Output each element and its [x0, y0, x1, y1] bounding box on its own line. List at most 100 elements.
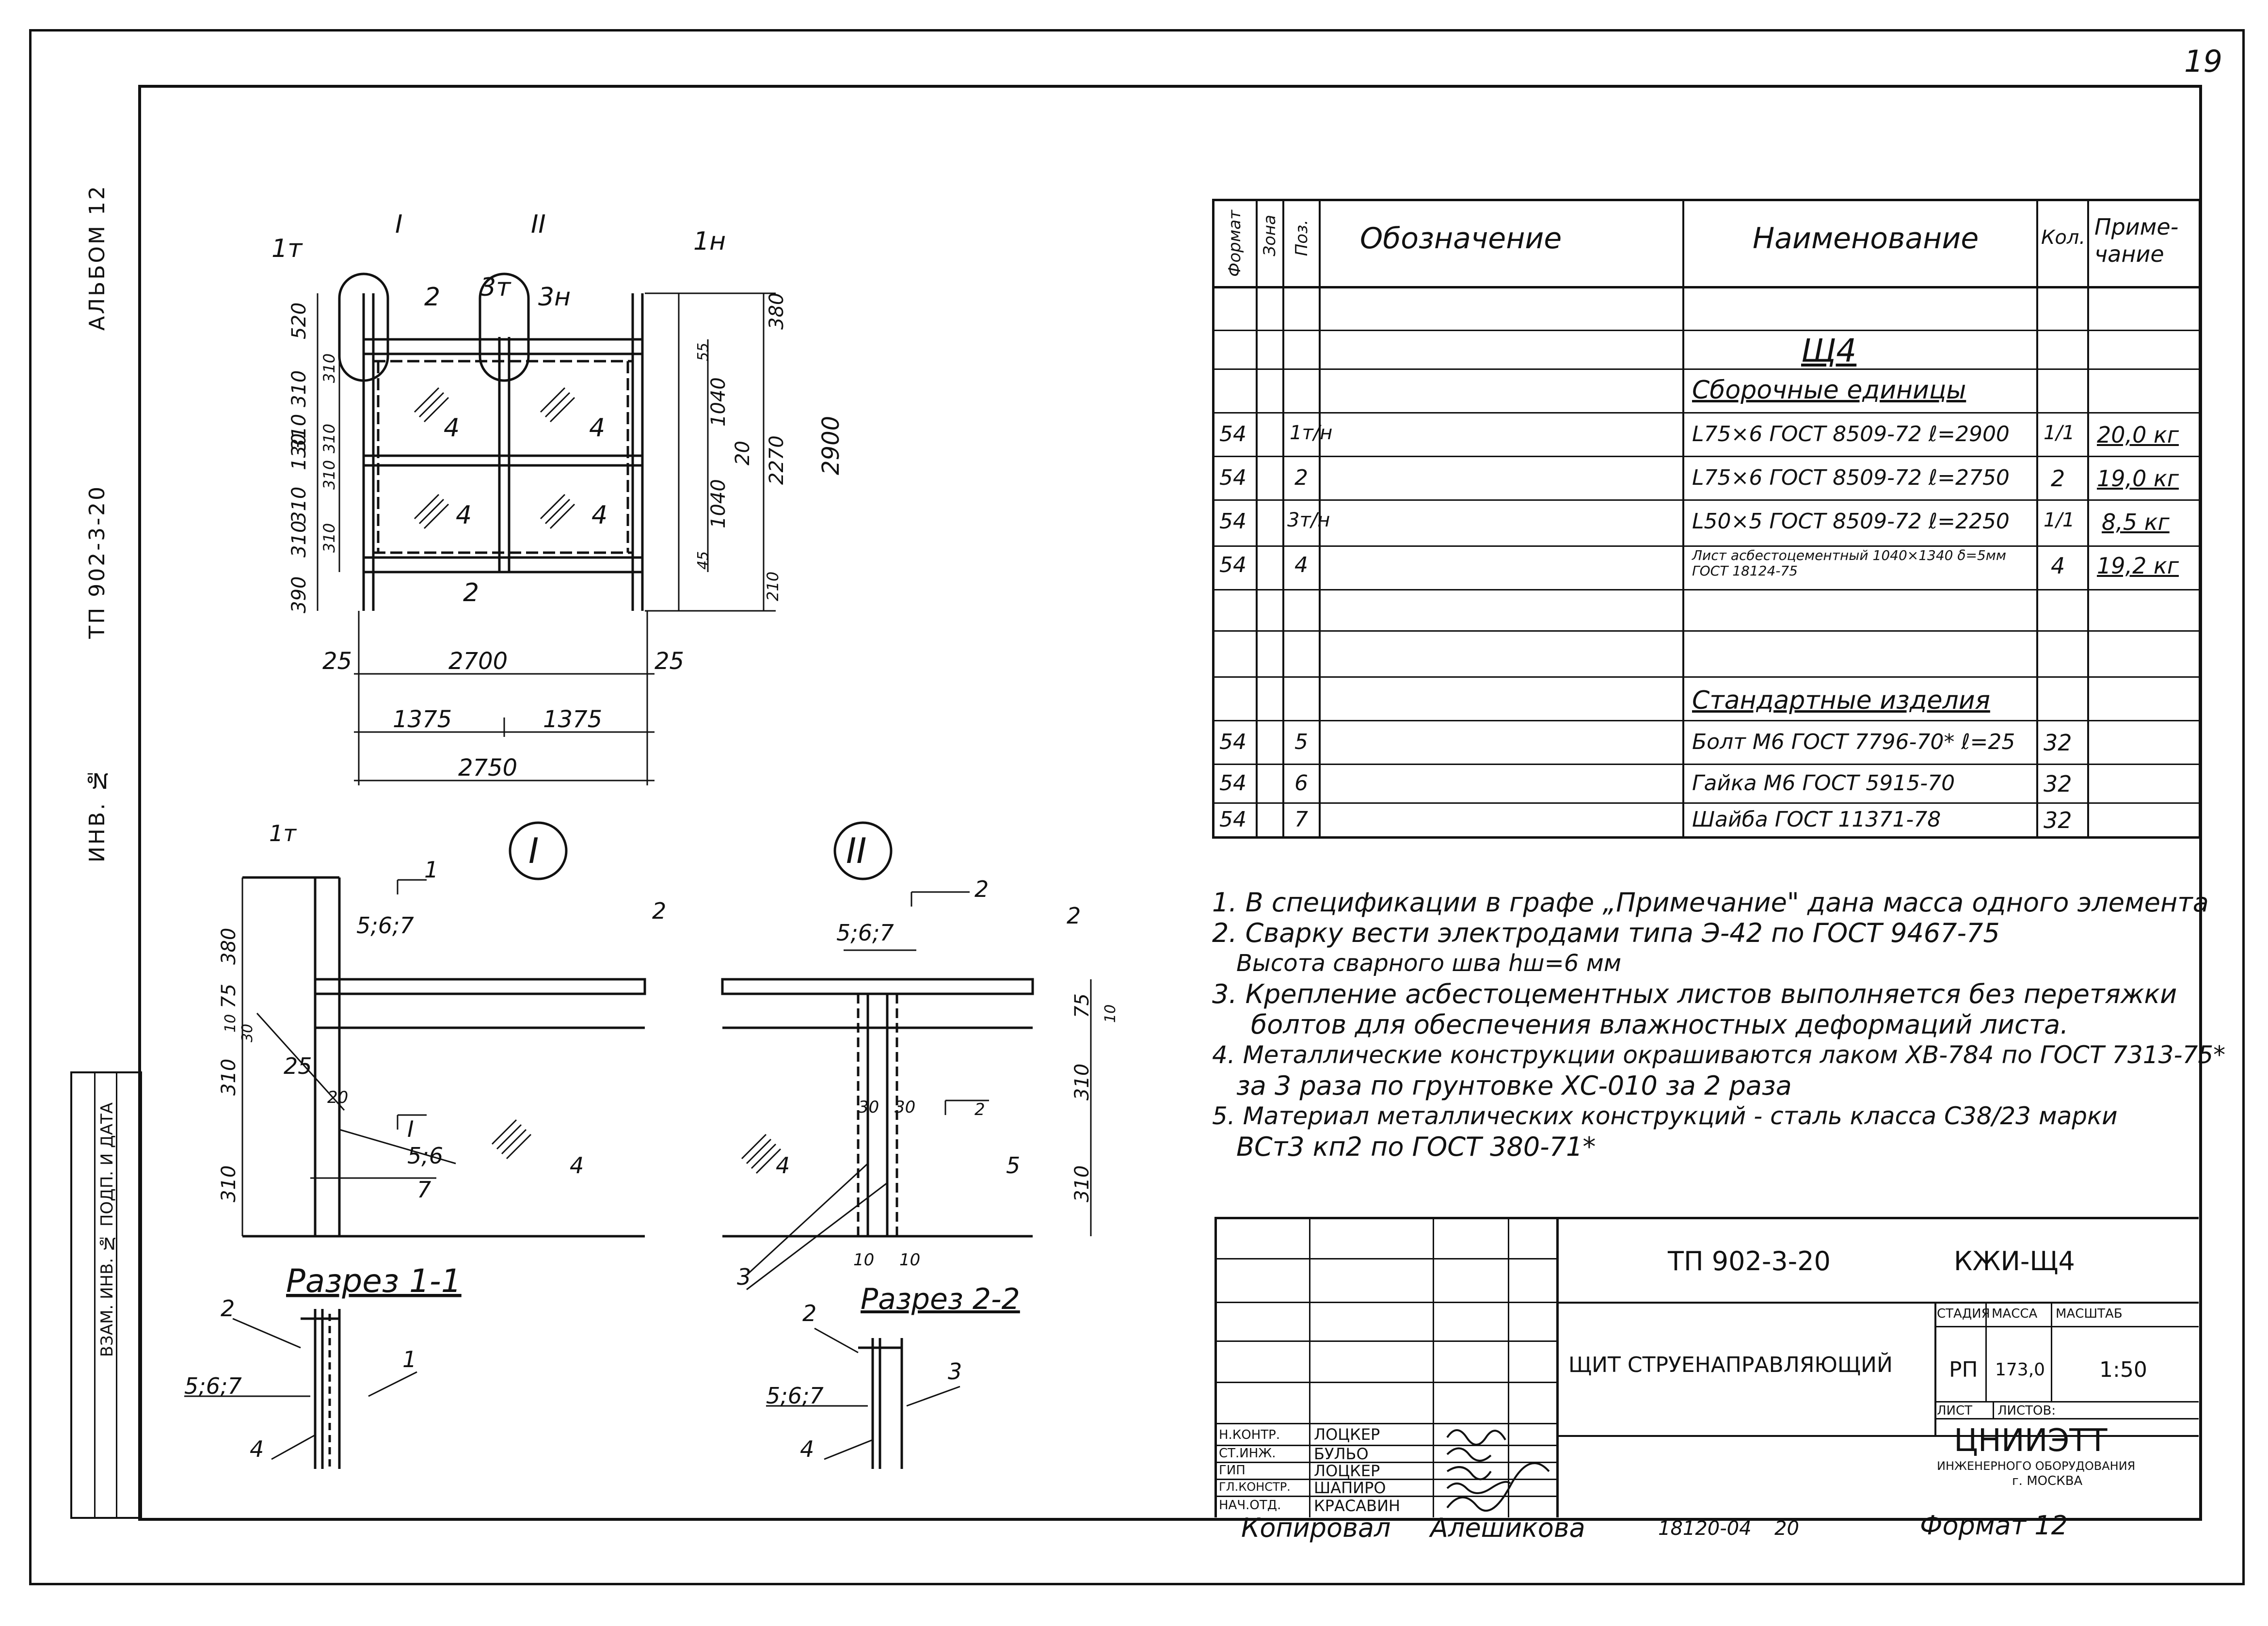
- section-standard: Стандартные изделия: [1692, 686, 1990, 715]
- svg-text:1т: 1т: [269, 820, 297, 846]
- svg-text:2: 2: [221, 1295, 235, 1322]
- svg-text:2: 2: [1067, 903, 1081, 929]
- detail-two-hatching: [741, 1133, 782, 1174]
- stage-label: СТАДИЯ: [1937, 1307, 1990, 1321]
- svg-text:4: 4: [776, 1152, 790, 1179]
- svg-text:10: 10: [1102, 1004, 1119, 1023]
- svg-text:310: 310: [288, 370, 310, 407]
- label-II: II: [531, 210, 546, 239]
- svg-text:5;6;7: 5;6;7: [836, 920, 894, 946]
- copied-label: Копировал: [1241, 1513, 1391, 1543]
- section-two: [858, 1338, 903, 1469]
- svg-text:30: 30: [894, 1098, 915, 1117]
- svg-text:1: 1: [402, 1346, 416, 1372]
- note-line: 4. Металлические конструкции окрашиваютс…: [1212, 1041, 2226, 1069]
- svg-text:10: 10: [222, 1014, 239, 1033]
- mass-value: 173,0: [1995, 1360, 2045, 1380]
- page-number: 19: [2184, 44, 2222, 79]
- svg-text:5;6;7: 5;6;7: [184, 1373, 242, 1399]
- header-format: Формат: [1225, 210, 1245, 277]
- label-2-top: 2: [424, 283, 440, 312]
- svg-text:20: 20: [327, 1088, 348, 1107]
- table-row: Шайба ГОСТ 11371-78: [1692, 807, 1941, 832]
- sheets-label: ЛИСТОВ:: [1997, 1403, 2056, 1418]
- svg-text:25: 25: [655, 648, 684, 675]
- svg-text:390: 390: [288, 576, 310, 613]
- svg-text:310: 310: [1071, 1165, 1093, 1202]
- svg-text:310: 310: [218, 1059, 240, 1096]
- specification-table: Формат Зона Поз. Обозначение Наименовани…: [1212, 199, 2201, 839]
- detail-one-hatching: [491, 1119, 532, 1160]
- detail-one-dims: 380 75 10 30 310 310: [218, 928, 256, 1202]
- title-block: ТП 902-3-20 КЖИ-Щ4 ЩИТ СТРУЕНАПРАВЛЯЮЩИЙ…: [1214, 1217, 2199, 1517]
- drawing-title: ЩИТ СТРУЕНАПРАВЛЯЮЩИЙ: [1568, 1353, 1893, 1377]
- note-line: 5. Материал металлических конструкций - …: [1212, 1102, 2118, 1130]
- svg-text:310: 310: [288, 521, 310, 558]
- svg-text:2: 2: [974, 1100, 985, 1119]
- table-row: Болт М6 ГОСТ 7796-70* ℓ=25: [1692, 730, 2015, 754]
- svg-text:520: 520: [288, 303, 310, 339]
- notes-block: 1. В спецификации в графе „Примечание" д…: [1212, 887, 2226, 1162]
- svg-text:130: 130: [288, 433, 310, 470]
- note-line: 2. Сварку вести электродами типа Э-42 по…: [1212, 918, 2000, 948]
- note-line: болтов для обеспечения влажностных дефор…: [1251, 1009, 2069, 1040]
- svg-text:4: 4: [800, 1436, 814, 1462]
- top-view-dim-left: 520 310 310 130 310 310 390 310 310 310 …: [288, 303, 338, 613]
- svg-text:3: 3: [737, 1264, 751, 1290]
- section-two-labels: 2 5;6;7 3 4: [766, 1300, 962, 1462]
- svg-text:55: 55: [695, 343, 712, 361]
- svg-text:10: 10: [853, 1250, 874, 1270]
- svg-text:75: 75: [218, 984, 240, 1008]
- svg-text:380: 380: [218, 928, 240, 965]
- order-number: 18120-04: [1658, 1517, 1752, 1540]
- svg-text:5;6;7: 5;6;7: [766, 1383, 824, 1409]
- svg-text:5;6: 5;6: [407, 1143, 443, 1169]
- detail-one: [242, 876, 646, 1238]
- detail-two-dims: 75 10 310 310: [1071, 993, 1119, 1202]
- svg-text:1375: 1375: [393, 706, 452, 733]
- callout-one: I: [528, 830, 539, 871]
- svg-text:10: 10: [899, 1250, 920, 1270]
- svg-text:3: 3: [948, 1358, 962, 1385]
- svg-text:1: 1: [424, 857, 438, 883]
- svg-text:1375: 1375: [543, 706, 602, 733]
- note-line: Высота сварного шва hш=6 мм: [1236, 950, 1622, 977]
- label-4a: 4: [444, 414, 460, 443]
- label-1n: 1н: [693, 227, 726, 256]
- hatching: [414, 387, 575, 529]
- top-view-dimensions: [317, 292, 776, 785]
- detail-one-labels: 1т 1 2 5;6;7 25 20 I 5;6 7 4: [269, 820, 666, 1203]
- scale-value: 1:50: [2099, 1357, 2147, 1382]
- top-view-labels: 1т I II 1н 2 3т 3н 4 4 4 4 2: [272, 210, 726, 607]
- header-pos: Поз.: [1292, 220, 1311, 256]
- svg-text:4: 4: [570, 1152, 584, 1179]
- svg-text:20: 20: [732, 441, 754, 465]
- note-line: ВСт3 кп2 по ГОСТ 380-71*: [1236, 1132, 1596, 1162]
- org-subtitle: ИНЖЕНЕРНОГО ОБОРУДОВАНИЯ: [1937, 1459, 2136, 1473]
- label-4d: 4: [591, 501, 607, 530]
- label-4b: 4: [589, 414, 605, 443]
- signature-scribbles: [1446, 1429, 1550, 1512]
- svg-text:5: 5: [1006, 1152, 1020, 1179]
- callout-two: II: [846, 830, 866, 871]
- svg-text:7: 7: [417, 1177, 431, 1203]
- table-row: Лист асбестоцементный 1040×1340 δ=5мм ГО…: [1692, 547, 2007, 579]
- group-title: Щ4: [1801, 332, 1857, 369]
- svg-text:5;6;7: 5;6;7: [356, 912, 414, 939]
- sheet-code: КЖИ-Щ4: [1954, 1246, 2075, 1276]
- svg-text:2900: 2900: [817, 416, 845, 475]
- svg-text:2700: 2700: [448, 648, 508, 675]
- label-4c: 4: [456, 501, 472, 530]
- svg-text:310: 310: [320, 523, 338, 553]
- detail-two: [721, 978, 1034, 1238]
- svg-text:2: 2: [652, 898, 666, 924]
- label-3t: 3т: [480, 273, 511, 302]
- section-one: [301, 1309, 341, 1469]
- svg-text:1040: 1040: [707, 377, 730, 427]
- copier-name: Алешикова: [1430, 1513, 1585, 1543]
- stage-value: РП: [1949, 1357, 1978, 1382]
- table-row: Гайка М6 ГОСТ 5915-70: [1692, 771, 1955, 796]
- top-view-frame: [338, 272, 644, 611]
- label-3n: 3н: [538, 283, 571, 312]
- svg-text:310: 310: [288, 414, 310, 451]
